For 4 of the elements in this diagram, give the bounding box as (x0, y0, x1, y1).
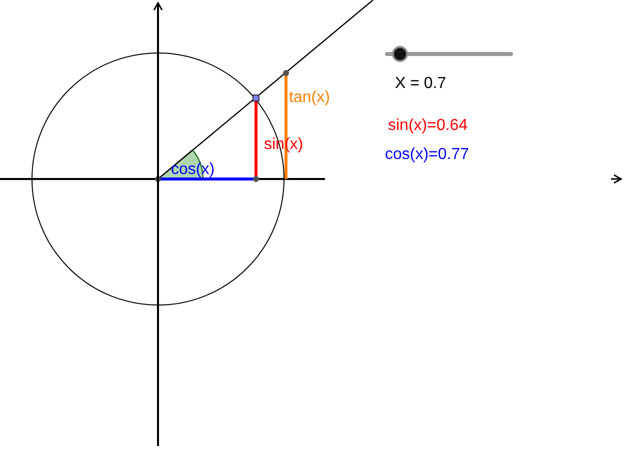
segment-label: tan(x) (289, 89, 330, 107)
slider-value: X = 0.7 (395, 75, 446, 93)
value-readout: sin(x)=0.64 (388, 117, 468, 135)
value-readout: cos(x)=0.77 (385, 146, 470, 164)
